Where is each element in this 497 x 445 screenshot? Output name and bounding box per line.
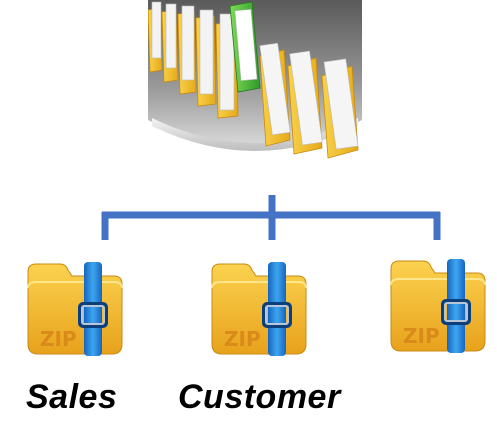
zip-folder-customer[interactable]: ZIP <box>204 258 314 358</box>
zip-folder-icon: ZIP <box>390 259 486 353</box>
zip-badge-text: ZIP <box>224 327 261 351</box>
zip-folder-third[interactable]: ZIP <box>383 255 493 355</box>
zip-folder-sales[interactable]: ZIP <box>20 258 130 358</box>
zip-folder-icon: ZIP <box>211 262 307 356</box>
file-folders-image <box>147 0 362 170</box>
node-label-sales: Sales <box>26 378 118 416</box>
zip-folder-icon: ZIP <box>27 262 123 356</box>
zip-badge-text: ZIP <box>40 327 77 351</box>
zip-badge-text: ZIP <box>403 324 440 348</box>
node-label-customer: Customer <box>178 378 341 416</box>
